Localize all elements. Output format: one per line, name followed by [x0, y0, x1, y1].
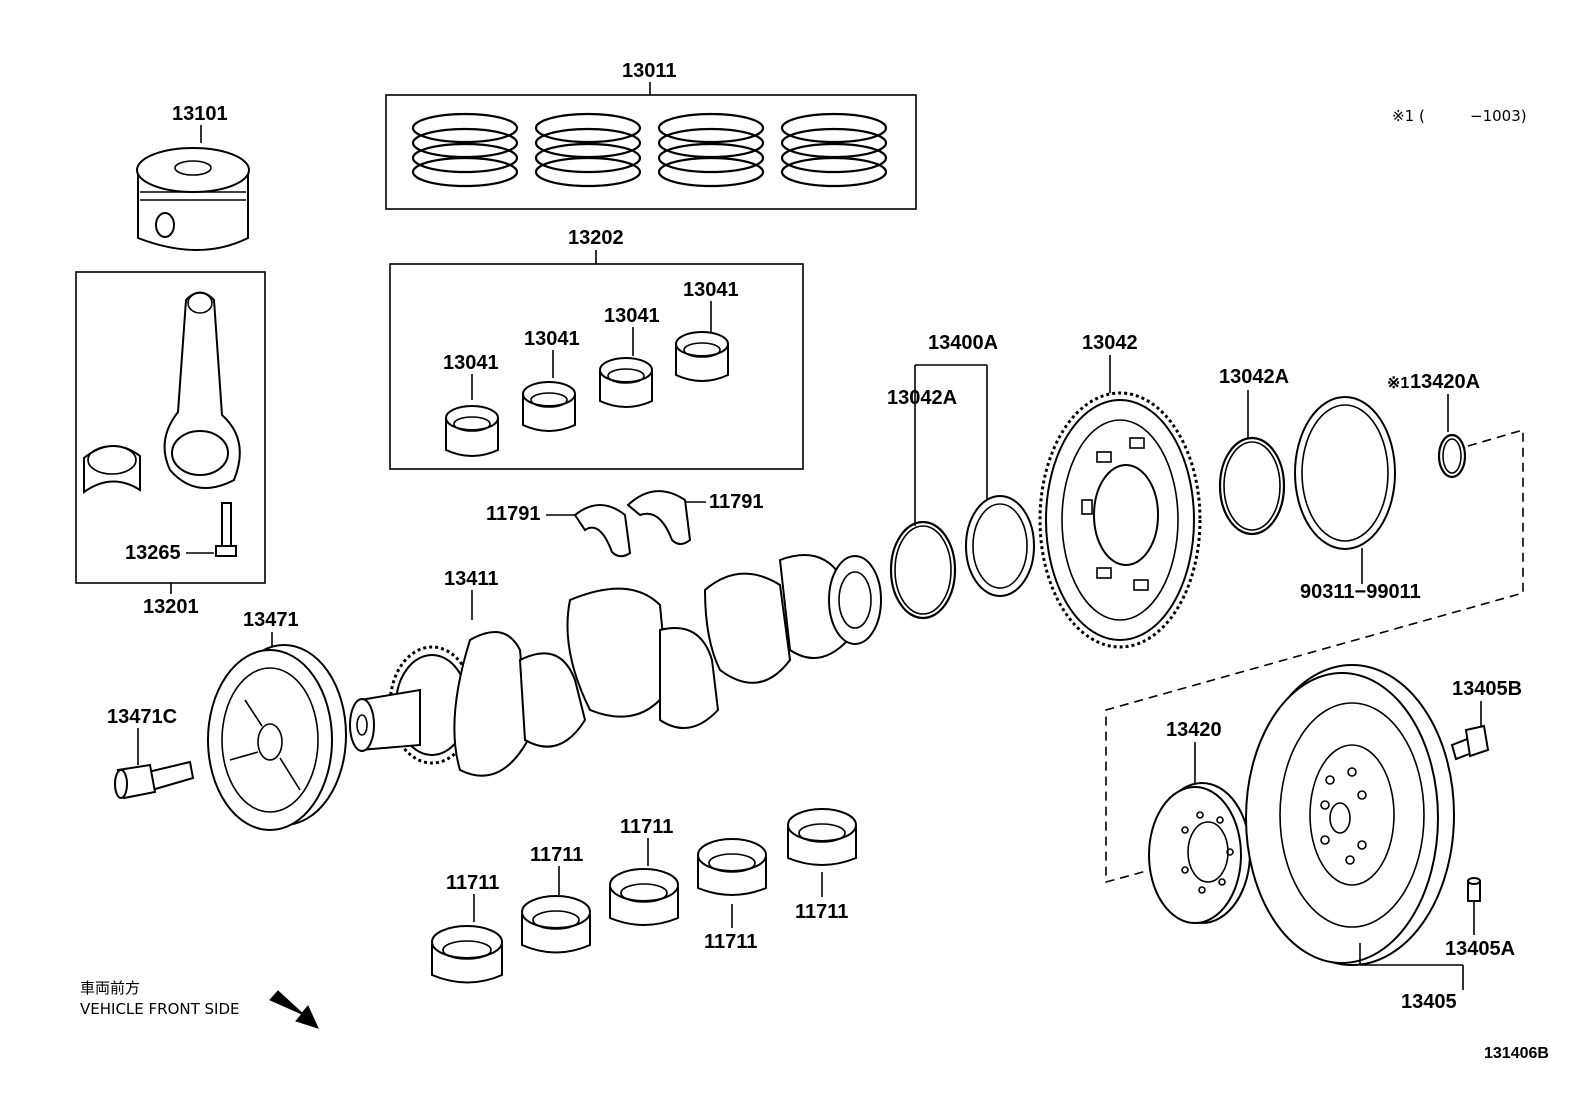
label-13411: 13411: [444, 568, 499, 590]
ring-stack-2: [534, 112, 642, 188]
flywheel-13405[interactable]: 13405: [1245, 664, 1464, 1013]
ring-13420A[interactable]: ※1 13420A: [1387, 371, 1480, 479]
label-13420A-marker: ※1: [1387, 375, 1409, 392]
label-13202: 13202: [568, 227, 624, 249]
drive-plate-13420[interactable]: 13420: [1148, 719, 1251, 924]
spacer-ring: [965, 495, 1035, 597]
snap-ring-13042A-left: [889, 520, 957, 620]
main-bearing-11711-d[interactable]: 11711: [697, 838, 767, 953]
note-open: (: [1419, 107, 1425, 125]
dowel-pin-13405A[interactable]: 13405A: [1445, 877, 1515, 960]
figure-id: 131406B: [1484, 1045, 1549, 1062]
note-range: −1003): [1470, 107, 1527, 125]
direction-jp: 車両前方: [80, 979, 140, 997]
label-13041-d: 13041: [683, 279, 739, 301]
applicability-note: ※1 ( −1003): [1392, 107, 1527, 125]
label-13265: 13265: [125, 542, 181, 564]
bearing-shell-13041-c: [599, 357, 653, 408]
label-13041-b: 13041: [524, 328, 580, 350]
label-11791-left: 11791: [486, 503, 541, 525]
ring-stack-1: [411, 112, 519, 188]
label-13011: 13011: [622, 60, 677, 82]
direction-en: VEHICLE FRONT SIDE: [80, 1000, 240, 1018]
bearing-shell-13041-b: [522, 381, 576, 432]
bearing-shell-13041-a: [445, 405, 499, 457]
label-11711-a: 11711: [446, 872, 499, 894]
label-13042A-left: 13042A: [887, 387, 957, 409]
piston-13101[interactable]: 13101: [136, 103, 250, 251]
label-13471: 13471: [243, 609, 299, 631]
crankshaft-13411[interactable]: 13411: [349, 554, 882, 777]
bearing-shell-13041-d: [675, 331, 729, 382]
flywheel-bolt-13405B[interactable]: 13405B: [1450, 678, 1522, 761]
ring-gear-13042[interactable]: 13042: [1038, 332, 1202, 649]
oil-seal-90311-99011[interactable]: 90311−99011: [1294, 396, 1421, 603]
pulley-bolt-13471C[interactable]: 13471C: [107, 706, 195, 800]
label-11711-c: 11711: [620, 816, 673, 838]
rod-bolt-13265[interactable]: 13265: [125, 502, 237, 564]
main-bearing-11711-e[interactable]: 11711: [787, 808, 857, 923]
label-13420A: 13420A: [1410, 371, 1480, 393]
ring-stack-4: [780, 112, 888, 188]
main-bearing-11711-c[interactable]: 11711: [609, 816, 679, 926]
label-13405: 13405: [1401, 991, 1457, 1013]
label-13405B: 13405B: [1452, 678, 1522, 700]
connecting-rod-bearing-set-13202[interactable]: 13202 13041 13041 13041 13041: [389, 227, 804, 470]
note-marker: ※1: [1392, 107, 1414, 125]
label-13420: 13420: [1166, 719, 1222, 741]
thrust-washer-11791-right[interactable]: 11791: [626, 490, 764, 545]
label-11711-d: 11711: [704, 931, 757, 953]
ring-group-13400A[interactable]: 13400A 13042A: [887, 332, 1035, 620]
label-13101: 13101: [172, 103, 228, 125]
label-13041-a: 13041: [443, 352, 499, 374]
main-bearing-11711-b[interactable]: 11711: [521, 844, 591, 954]
front-arrow-icon: [269, 990, 319, 1029]
main-bearing-11711-a[interactable]: 11711: [431, 872, 503, 984]
label-11711-e: 11711: [795, 901, 848, 923]
label-11791-right: 11791: [709, 491, 764, 513]
label-13041-c: 13041: [604, 305, 660, 327]
snap-ring-13042A-right[interactable]: 13042A: [1218, 366, 1289, 536]
label-90311-99011: 90311−99011: [1300, 581, 1421, 603]
label-11711-b: 11711: [530, 844, 583, 866]
piston-ring-set-13011[interactable]: 13011: [385, 60, 917, 210]
ring-stack-3: [657, 112, 765, 188]
label-13400A: 13400A: [928, 332, 998, 354]
label-13042: 13042: [1082, 332, 1138, 354]
label-13405A: 13405A: [1445, 938, 1515, 960]
crankshaft-pulley-13471[interactable]: 13471: [207, 609, 347, 831]
label-13201: 13201: [143, 596, 199, 618]
rod-bearing-shell: [83, 445, 141, 494]
thrust-washer-11791-left[interactable]: 11791: [486, 503, 632, 558]
label-13471C: 13471C: [107, 706, 177, 728]
connecting-rod-13201[interactable]: 13265 13201: [75, 271, 266, 618]
dashed-reference-lines: [1105, 428, 1524, 884]
label-13042A-right: 13042A: [1219, 366, 1289, 388]
vehicle-front-indicator: 車両前方 VEHICLE FRONT SIDE: [80, 979, 319, 1029]
